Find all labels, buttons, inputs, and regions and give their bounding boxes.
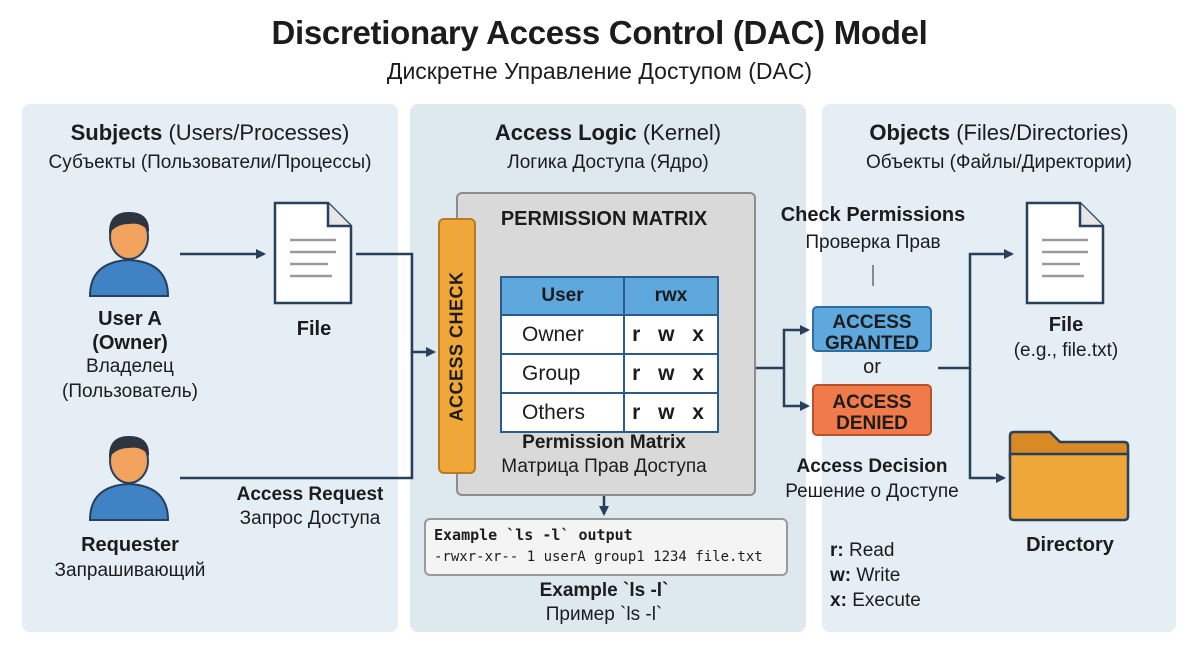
objects-subheading: Объекты (Файлы/Директории): [866, 152, 1132, 173]
directory-folder-icon: [1008, 430, 1130, 522]
permission-matrix-title: PERMISSION MATRIX: [500, 208, 708, 230]
matrix-caption-ru: Матрица Прав Доступа: [501, 456, 707, 477]
or-label: or: [863, 356, 881, 378]
requester-icon: [88, 436, 170, 521]
permission-table: User rwx Owner r w x Group r w x Others …: [500, 276, 719, 433]
arrow-to-granted: [754, 325, 810, 370]
access-request-label: Access Request: [236, 484, 384, 505]
denied-line2: DENIED: [836, 413, 908, 434]
arrow-request-to-check: [180, 352, 414, 480]
access-decision-ru: Решение о Доступе: [785, 481, 959, 502]
subjects-panel: [22, 104, 398, 632]
subjects-heading: Subjects (Users/Processes): [70, 120, 350, 145]
granted-line1: ACCESS: [832, 312, 912, 333]
check-permissions-label: Check Permissions: [780, 204, 966, 226]
user-a-name: User A: [98, 308, 162, 330]
example-output-title: Example `ls -l` output: [434, 526, 633, 544]
legend-item: r: Read: [830, 540, 895, 561]
object-file-example: (e.g., file.txt): [1013, 340, 1119, 361]
access-request-ru: Запрос Доступа: [239, 508, 381, 529]
arrow-file-to-check: [356, 252, 436, 357]
matrix-caption: Permission Matrix: [522, 432, 686, 453]
arrow-to-object-file: [938, 249, 1014, 370]
user-a-ru-line1: Владелец: [86, 356, 174, 377]
table-row: Others r w x: [500, 392, 719, 433]
object-file-icon: [1025, 201, 1105, 305]
page-subtitle: Дискретне Управление Доступом (DAC): [386, 58, 813, 84]
denied-line1: ACCESS: [832, 392, 912, 413]
table-cell-user: Others: [500, 392, 625, 433]
check-permissions-ru: Проверка Прав: [805, 232, 941, 253]
requester-name: Requester: [81, 534, 179, 556]
table-header-user: User: [500, 276, 625, 316]
access-check-label: ACCESS CHECK: [446, 270, 467, 422]
subjects-subheading: Субъекты (Пользователи/Процессы): [48, 152, 372, 173]
requester-ru: Запрашивающий: [54, 560, 206, 581]
objects-heading: Objects (Files/Directories): [869, 120, 1129, 145]
objects-panel: [822, 104, 1176, 632]
table-cell-perm: r w x: [623, 314, 719, 355]
table-cell-user: Owner: [500, 314, 625, 355]
legend-item: x: Execute: [830, 590, 921, 611]
table-header-rwx: rwx: [623, 276, 719, 316]
example-caption-ru: Пример `ls -l`: [545, 604, 663, 625]
table-cell-user: Group: [500, 353, 625, 394]
example-output-box: [424, 518, 788, 576]
file-label-left: File: [296, 318, 332, 340]
legend-item: w: Write: [830, 565, 901, 586]
table-cell-perm: r w x: [623, 353, 719, 394]
access-decision-label: Access Decision: [796, 456, 948, 477]
access-check-bar: ACCESS CHECK: [438, 218, 476, 474]
access-denied-badge: ACCESS DENIED: [812, 384, 932, 436]
example-output-line: -rwxr-xr-- 1 userA group1 1234 file.txt: [434, 549, 763, 565]
example-caption: Example `ls -l`: [539, 580, 669, 601]
user-a-ru-line2: (Пользователь): [62, 381, 198, 402]
directory-label: Directory: [1026, 534, 1114, 556]
arrow-to-denied: [782, 368, 810, 411]
file-document-icon: [273, 201, 353, 305]
access-logic-heading: Access Logic (Kernel): [494, 120, 722, 145]
table-cell-perm: r w x: [623, 392, 719, 433]
page-title: Discretionary Access Control (DAC) Model: [271, 14, 928, 51]
arrow-to-directory: [968, 368, 1006, 483]
user-a-role: (Owner): [92, 332, 168, 354]
table-row: Group r w x: [500, 353, 719, 394]
granted-line2: GRANTED: [825, 333, 919, 354]
object-file-label: File: [1048, 314, 1084, 336]
rwx-legend: r: Read w: Write x: Execute: [830, 538, 921, 613]
user-a-icon: [88, 212, 170, 297]
access-logic-subheading: Логика Доступа (Ядро): [507, 152, 709, 173]
table-row: Owner r w x: [500, 314, 719, 355]
access-granted-badge: ACCESS GRANTED: [812, 306, 932, 354]
